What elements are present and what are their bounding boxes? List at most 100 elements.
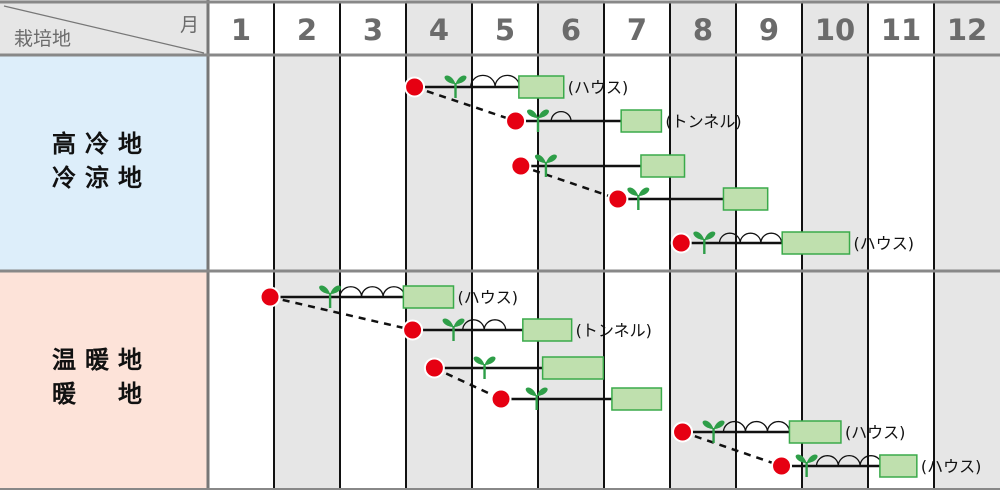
- seedling-leaf: [702, 420, 714, 429]
- harvest-period-bar: [541, 356, 605, 380]
- schedule-row: (トンネル): [402, 318, 652, 342]
- seedling-leaf: [525, 387, 537, 396]
- seedling-leaf: [534, 154, 546, 163]
- corner-top-label: 月: [180, 14, 199, 36]
- month-label: 8: [693, 13, 713, 47]
- tunnel-cover-icon: [718, 232, 783, 244]
- seedling-icon: [319, 285, 342, 308]
- seedling-leaf: [627, 187, 639, 196]
- region-label: 温暖地: [52, 346, 151, 374]
- seedling-leaf: [319, 285, 331, 294]
- tunnel-cover-icon: [462, 319, 507, 331]
- seedling-icon: [534, 154, 557, 177]
- region-cell-1: [0, 271, 208, 490]
- seedling-icon: [795, 454, 818, 477]
- sowing-dot-icon: [423, 357, 445, 379]
- corner-diagonal: [3, 5, 205, 54]
- seedling-leaf: [442, 318, 454, 327]
- schedule-row: (ハウス): [672, 420, 906, 468]
- seedling-icon: [702, 420, 725, 443]
- seedling-leaf: [536, 387, 548, 396]
- harvest-period-bar: [722, 187, 769, 211]
- month-label: 11: [881, 13, 921, 47]
- sowing-dot-icon: [404, 76, 426, 98]
- month-label: 7: [627, 13, 647, 47]
- harvest-period-bar: [640, 154, 686, 178]
- schedule-row: [490, 387, 663, 411]
- seedling-leaf: [527, 109, 538, 118]
- month-label: 3: [363, 13, 383, 47]
- month-header-shade: [934, 0, 1000, 55]
- seedling-leaf: [713, 420, 725, 429]
- seedling-leaf: [473, 356, 485, 365]
- region-label: 冷涼地: [52, 164, 151, 192]
- seedling-icon: [525, 387, 548, 410]
- sowing-dot-icon: [672, 421, 694, 443]
- region-label: 高冷地: [52, 130, 151, 158]
- seedling-leaf: [484, 356, 496, 365]
- seedling-icon: [444, 75, 467, 98]
- sowing-dot-icon: [670, 232, 692, 254]
- sowing-dot-icon: [510, 155, 532, 177]
- seedling-leaf: [545, 154, 557, 163]
- cover-type-label: (トンネル): [576, 321, 652, 340]
- region-cell-0: [0, 55, 208, 271]
- seedling-leaf: [453, 318, 465, 327]
- month-label: 9: [759, 13, 779, 47]
- corner-bottom-label: 栽培地: [14, 28, 71, 50]
- schedule-row: [607, 187, 769, 211]
- dashed-sowing-range: [682, 430, 782, 468]
- month-header-shade: [802, 0, 868, 55]
- seedling-icon: [473, 356, 496, 379]
- schedule-row: (ハウス): [771, 454, 982, 478]
- cover-type-label: (ハウス): [568, 78, 629, 97]
- dashed-sowing-range: [520, 164, 619, 201]
- seedling-leaf: [795, 454, 807, 463]
- month-label: 4: [429, 13, 449, 47]
- harvest-period-bar: [620, 109, 663, 133]
- seedling-leaf: [455, 75, 467, 84]
- seedling-icon: [442, 318, 465, 341]
- schedule-row: (ハウス): [259, 285, 519, 332]
- cover-type-label: (ハウス): [845, 423, 906, 442]
- cover-type-label: (ハウス): [458, 288, 519, 307]
- month-label: 6: [561, 13, 581, 47]
- harvest-period-bar: [879, 454, 918, 478]
- seedling-leaf: [693, 231, 705, 240]
- seedling-leaf: [704, 231, 716, 240]
- region-label: 暖 地: [52, 380, 151, 408]
- month-header-shade: [670, 0, 736, 55]
- month-header-shade: [406, 0, 472, 55]
- seedling-leaf: [444, 75, 456, 84]
- schedule-row: (トンネル): [505, 109, 742, 133]
- cover-type-label: (トンネル): [665, 112, 741, 131]
- harvest-period-bar: [522, 318, 573, 342]
- schedule-row: (ハウス): [670, 231, 915, 255]
- schedule-row: (ハウス): [404, 74, 629, 123]
- schedule-row: [510, 154, 686, 201]
- cover-type-label: (ハウス): [854, 234, 915, 253]
- month-label: 2: [297, 13, 317, 47]
- cover-type-label: (ハウス): [921, 457, 982, 476]
- month-label: 5: [495, 13, 515, 47]
- harvest-period-bar: [518, 75, 565, 99]
- tunnel-cover-icon: [470, 74, 521, 88]
- sowing-dot-icon: [771, 455, 793, 477]
- sowing-dot-icon: [259, 286, 281, 308]
- seedling-icon: [527, 109, 549, 132]
- tunnel-cover-icon: [550, 110, 572, 122]
- seedling-icon: [693, 231, 716, 254]
- sowing-dot-icon: [505, 110, 527, 132]
- schedule-row: [423, 356, 605, 401]
- dashed-sowing-range: [414, 85, 516, 123]
- seedling-leaf: [806, 454, 818, 463]
- harvest-period-bar: [611, 387, 663, 411]
- sowing-dot-icon: [490, 388, 512, 410]
- harvest-period-bar: [781, 231, 851, 255]
- month-label: 1: [231, 13, 251, 47]
- sowing-dot-icon: [607, 188, 629, 210]
- harvest-period-bar: [788, 420, 842, 444]
- seedling-icon: [627, 187, 650, 210]
